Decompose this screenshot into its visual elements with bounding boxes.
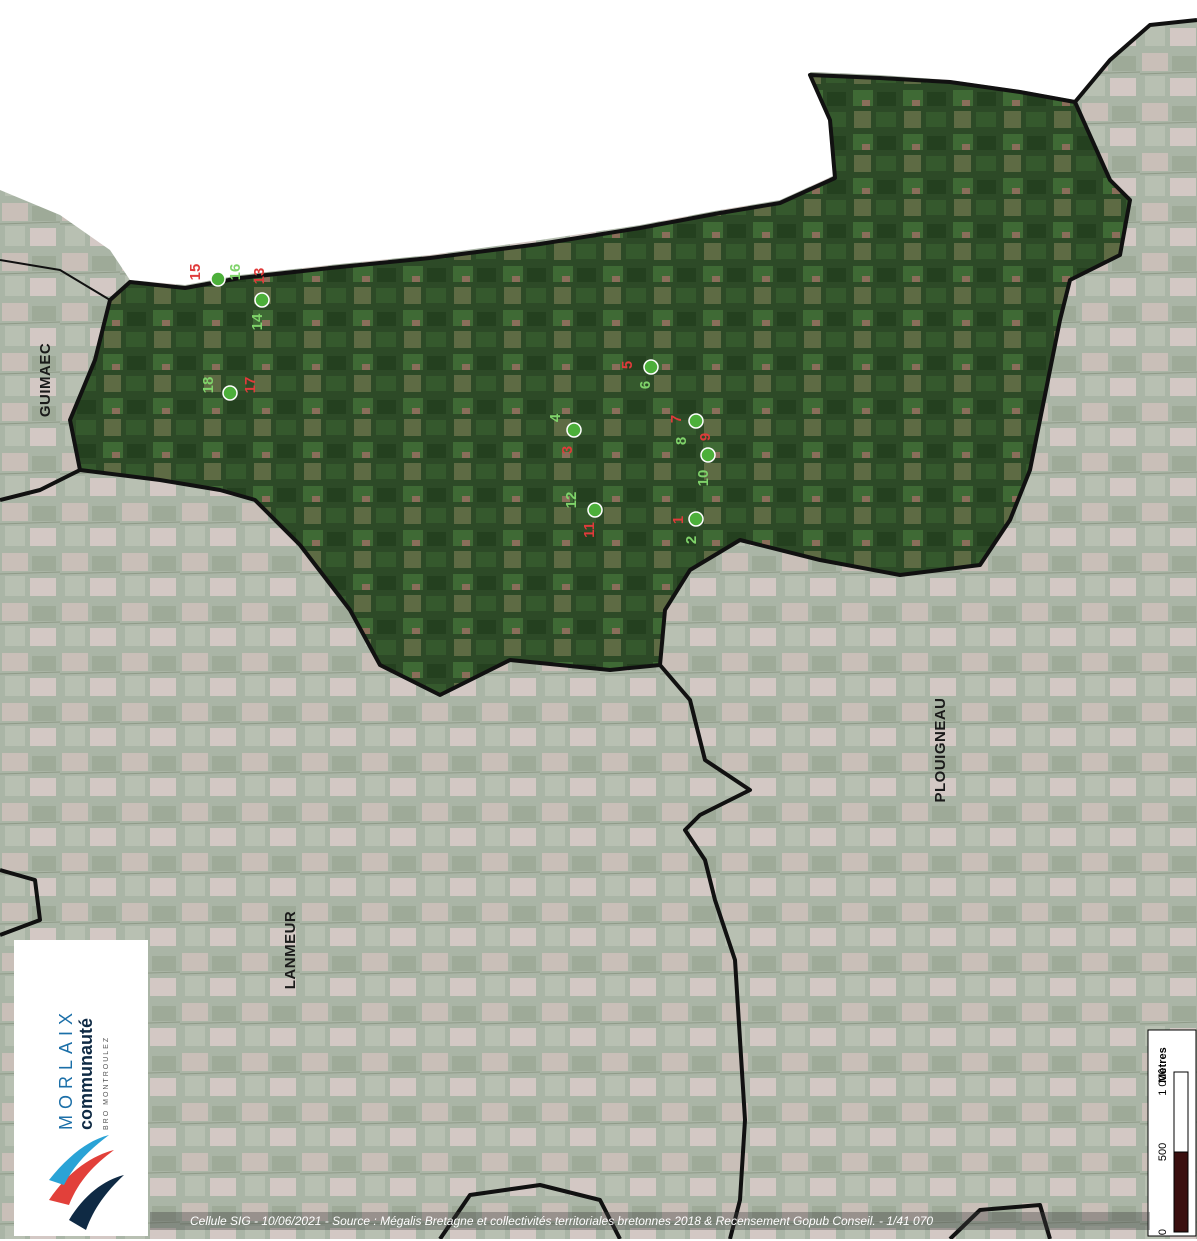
point-label-17: 17 (242, 377, 259, 394)
point-label-5: 5 (619, 361, 636, 369)
map-source-credit: Cellule SIG - 10/06/2021 - Source : Méga… (190, 1214, 934, 1228)
morlaix-logo: MORLAIX communauté BRO MONTROULEZ (14, 940, 148, 1236)
point-marker-11 (587, 502, 603, 518)
scale-tick-500: 500 (1157, 1143, 1169, 1161)
point-label-1: 1 (670, 516, 687, 524)
point-label-15: 15 (187, 264, 204, 281)
point-marker-15 (210, 271, 226, 287)
commune-boundaries (0, 18, 1197, 1239)
logo-line2: communauté (76, 1018, 96, 1130)
logo-line3: BRO MONTROULEZ (103, 1036, 110, 1130)
scale-unit: Mètres (1157, 1047, 1169, 1082)
point-marker-13 (254, 292, 270, 308)
point-label-9: 9 (697, 433, 714, 441)
point-label-12: 12 (563, 492, 580, 509)
logo-line1: MORLAIX (56, 1007, 76, 1130)
point-label-8: 8 (673, 437, 690, 445)
commune-label-plouigneau: PLOUIGNEAU (932, 697, 949, 802)
footer-band (150, 1212, 1150, 1230)
point-label-14: 14 (249, 313, 266, 330)
point-marker-17 (222, 385, 238, 401)
point-label-10: 10 (695, 470, 712, 487)
point-label-13: 13 (251, 268, 268, 285)
point-label-11: 11 (581, 522, 598, 538)
point-label-6: 6 (637, 381, 654, 389)
point-label-4: 4 (547, 413, 564, 422)
scale-tick-0: 0 (1157, 1229, 1169, 1235)
scale-bar: Mètres 0 500 1 000 (1147, 1029, 1197, 1237)
point-marker-8 (700, 447, 716, 463)
point-marker-7 (688, 413, 704, 429)
sea-area (0, 0, 1197, 285)
scale-tick-1000: 1 000 (1157, 1068, 1169, 1096)
commune-label-lanmeur: LANMEUR (282, 911, 299, 990)
study-area (70, 75, 1130, 695)
scale-segment-dark (1173, 1151, 1189, 1233)
point-marker-3 (566, 422, 582, 438)
point-label-16: 16 (227, 264, 244, 281)
scale-segment-light (1173, 1071, 1189, 1153)
logo-graphic: MORLAIX communauté BRO MONTROULEZ (49, 1007, 124, 1230)
commune-label-guimaec: GUIMAEC (37, 343, 54, 417)
logo-swoosh-icon (49, 1135, 124, 1230)
point-label-7: 7 (668, 415, 685, 423)
point-label-3: 3 (559, 446, 576, 454)
point-marker-1 (688, 511, 704, 527)
point-label-2: 2 (683, 536, 700, 544)
point-marker-5 (643, 359, 659, 375)
point-label-18: 18 (200, 377, 217, 394)
